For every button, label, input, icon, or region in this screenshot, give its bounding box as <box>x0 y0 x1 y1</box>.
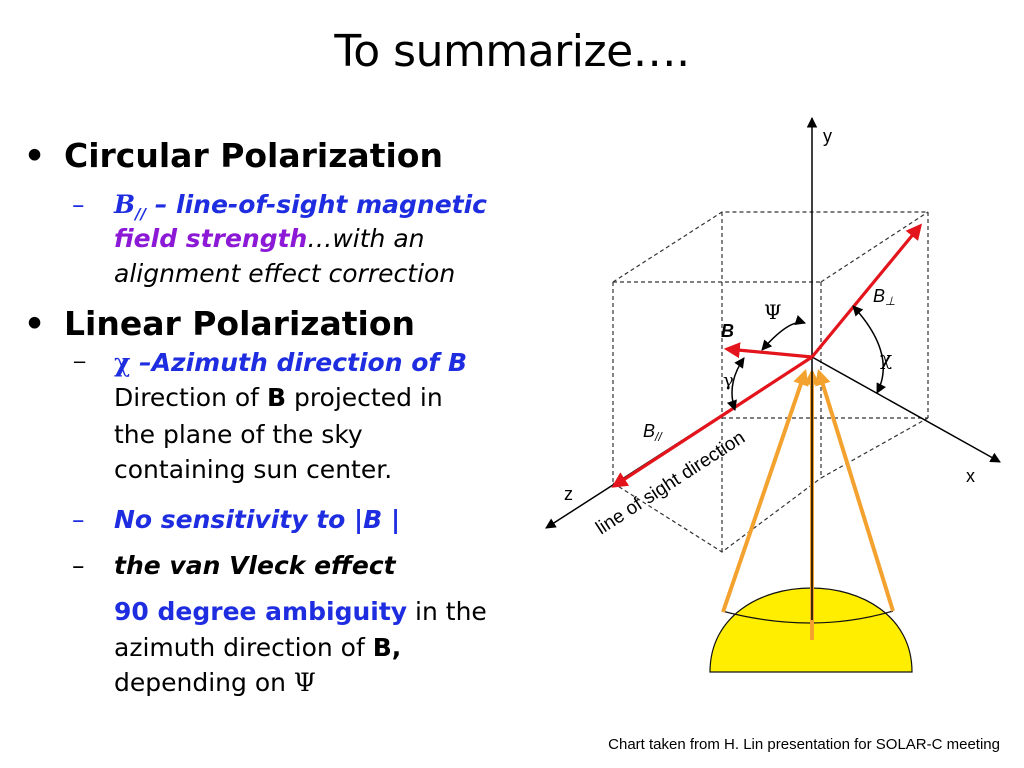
b-label: B <box>721 321 734 341</box>
slide-body: •Circular Polarization – B// – line-of-s… <box>24 136 487 697</box>
with-an-text: …with an <box>307 224 425 253</box>
linear-item3-line1: the van Vleck effect <box>114 551 396 580</box>
linear-item1-line1: χ –Azimuth direction of B <box>114 346 467 379</box>
bullet-circular-polarization: •Circular Polarization <box>24 136 443 175</box>
dash-text: – <box>146 190 177 219</box>
field-vectors <box>611 223 923 488</box>
y-axis-label: y <box>823 126 832 146</box>
gamma-arc <box>726 357 745 411</box>
slide-title: To summarize…. <box>334 26 690 77</box>
bullet-heading: Circular Polarization <box>64 136 443 175</box>
linear-item2: No sensitivity to |B | <box>114 505 401 534</box>
linear-item3-line3: azimuth direction of B, <box>114 633 402 662</box>
linear-item3-line2: 90 degree ambiguity in the <box>114 597 487 626</box>
los-field-text: line-of-sight magnetic <box>176 190 487 219</box>
dash-marker: – <box>72 551 85 580</box>
psi-label: Ψ <box>764 300 782 324</box>
dash-marker: – <box>72 190 85 219</box>
bullet-linear-polarization: •Linear Polarization <box>24 304 415 343</box>
z-axis-label: z <box>564 484 573 504</box>
field-strength-text: field strength <box>114 224 308 253</box>
b-subscript: // <box>135 205 147 223</box>
dash-marker: − <box>72 352 88 373</box>
b-perp-vector <box>810 223 923 359</box>
circular-item-line3: alignment effect correction <box>114 259 456 288</box>
dash-marker: – <box>72 505 85 534</box>
x-axis <box>811 356 1001 463</box>
psi-arc <box>761 315 806 351</box>
axes <box>545 116 1001 620</box>
b-symbol: B <box>114 190 136 219</box>
b-parallel-vector <box>611 355 813 488</box>
linear-item1-line2: Direction of B projected in <box>114 383 443 412</box>
bullet-heading: Linear Polarization <box>64 304 415 343</box>
linear-item1-line4: containing sun center. <box>114 455 393 484</box>
azimuth-text: Azimuth direction of B <box>151 348 468 377</box>
chi-label: χ <box>880 346 892 370</box>
x-axis-label: x <box>966 466 975 486</box>
circular-item-line1: B// – line-of-sight magnetic <box>114 188 487 231</box>
dash-text: – <box>130 348 152 377</box>
chi-arc <box>852 305 886 394</box>
b-parallel-label: B// <box>643 421 663 444</box>
circular-item-line2: field strength…with an <box>114 222 425 255</box>
angle-arcs <box>726 305 886 411</box>
chart-credit: Chart taken from H. Lin presentation for… <box>608 736 1000 753</box>
chi-symbol: χ <box>114 348 131 377</box>
b-vector <box>723 342 813 359</box>
ambiguity-text: 90 degree ambiguity <box>114 597 408 626</box>
gamma-label: γ <box>723 370 734 391</box>
linear-item1-line3: the plane of the sky <box>114 420 363 449</box>
dashed-box <box>612 211 929 553</box>
linear-item3-line4: depending on Ψ <box>114 668 316 697</box>
b-perp-label: B⊥ <box>873 286 895 308</box>
